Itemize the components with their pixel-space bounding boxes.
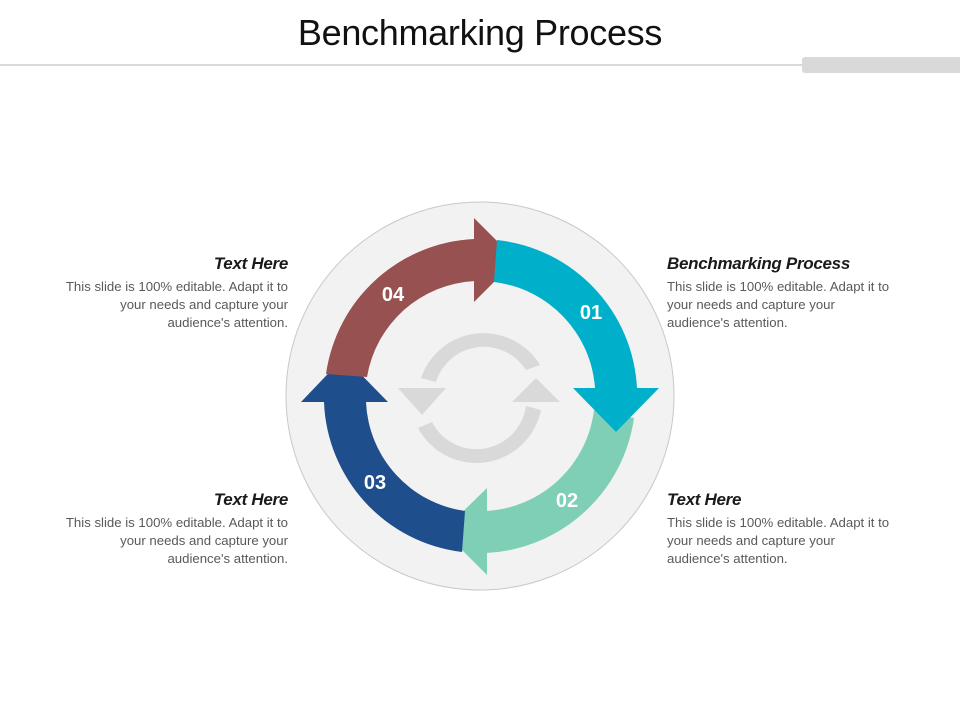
refresh-cycle-icon <box>398 333 560 464</box>
step-03-arrow <box>301 357 465 552</box>
step-04-arrow <box>326 218 516 377</box>
step-01-arrow <box>494 240 659 432</box>
text-block-bottom-left: Text Here This slide is 100% editable. A… <box>56 490 288 568</box>
block-body: This slide is 100% editable. Adapt it to… <box>667 515 890 566</box>
text-block-top-left: Text Here This slide is 100% editable. A… <box>56 254 288 332</box>
step-02-arrow <box>443 410 634 575</box>
step-03-number: 03 <box>364 472 386 494</box>
text-block-top-right: Benchmarking Process This slide is 100% … <box>667 254 899 332</box>
block-body: This slide is 100% editable. Adapt it to… <box>65 279 288 330</box>
block-heading: Text Here <box>667 490 742 509</box>
step-01-number: 01 <box>580 302 602 324</box>
block-heading: Benchmarking Process <box>667 254 850 273</box>
block-heading: Text Here <box>213 490 288 509</box>
title-accent-bar <box>802 57 960 73</box>
slide-title: Benchmarking Process <box>297 12 663 53</box>
title-divider <box>0 64 802 66</box>
text-block-bottom-right: Text Here This slide is 100% editable. A… <box>667 490 899 568</box>
step-04-number: 04 <box>382 284 405 306</box>
block-body: This slide is 100% editable. Adapt it to… <box>667 279 890 330</box>
step-02-number: 02 <box>556 490 578 512</box>
block-heading: Text Here <box>213 254 288 273</box>
block-body: This slide is 100% editable. Adapt it to… <box>65 515 288 566</box>
